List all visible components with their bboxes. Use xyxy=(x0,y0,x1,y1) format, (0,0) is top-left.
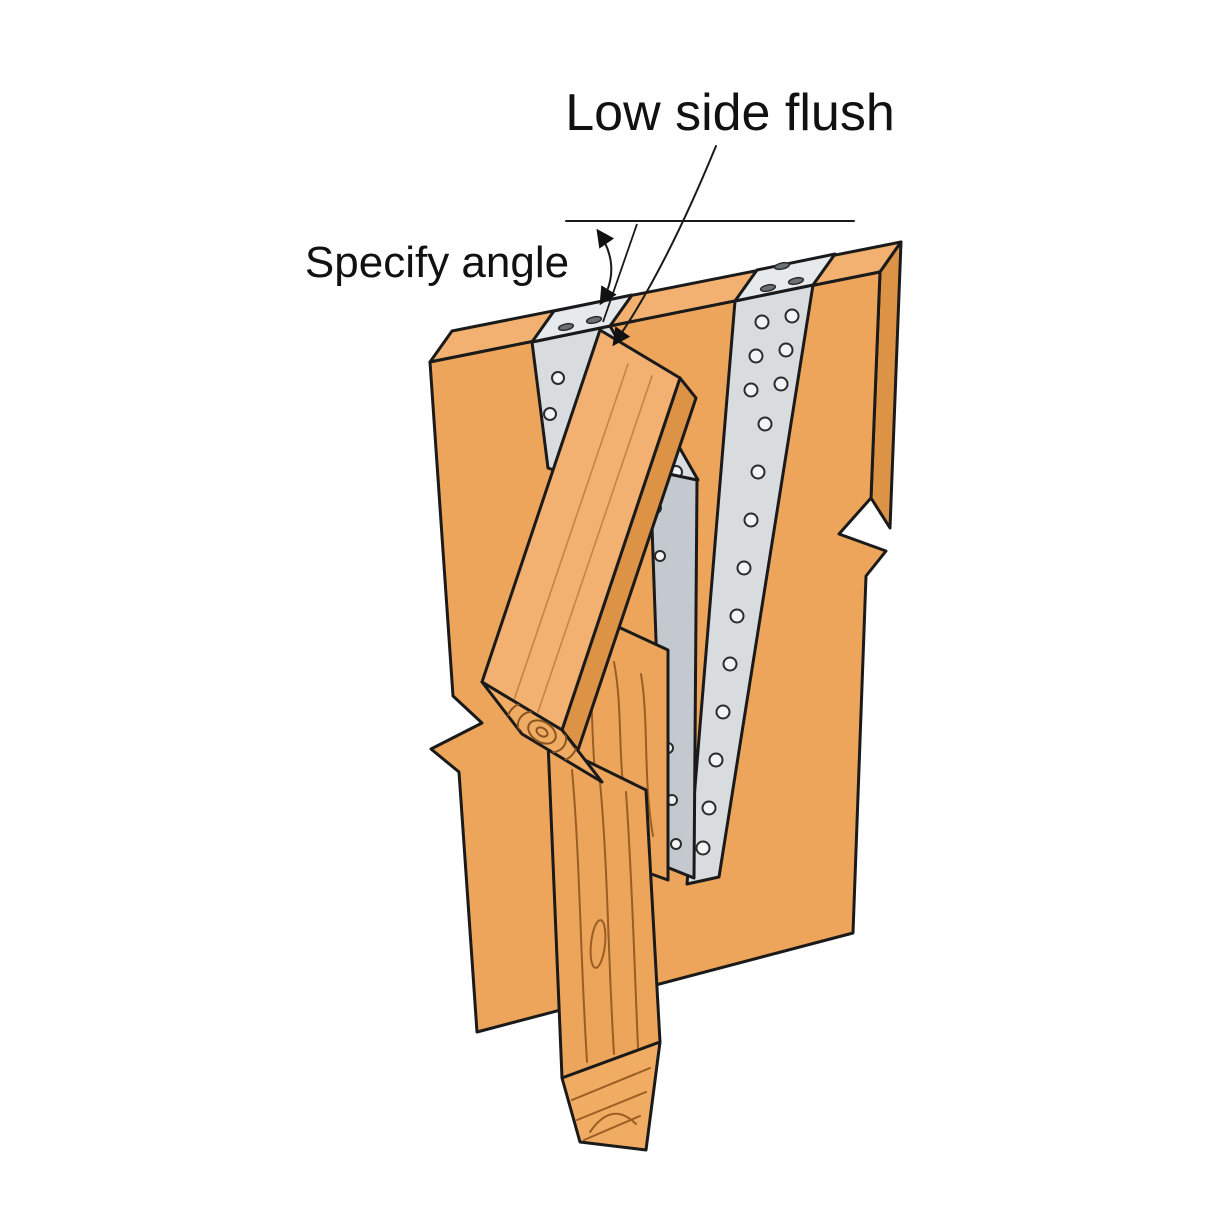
left-flap-slot-group xyxy=(557,315,603,332)
nail-hole xyxy=(778,342,794,358)
annotations: Low side flush Specify angle xyxy=(305,84,895,347)
right-hanger-strap xyxy=(685,252,837,886)
nail-hole xyxy=(757,416,773,432)
label-specify-angle: Specify angle xyxy=(305,238,569,287)
nail-hole xyxy=(743,512,759,528)
nail-hole xyxy=(748,348,764,364)
right-strap-hole-group xyxy=(695,308,800,856)
nail-slot xyxy=(585,315,603,325)
slope-extension-line xyxy=(602,223,638,323)
nail-hole xyxy=(736,560,752,576)
wood-grain-line xyxy=(599,781,615,1055)
end-grain-arc xyxy=(589,1112,637,1133)
nail-hole xyxy=(715,704,731,720)
nail-hole xyxy=(701,800,717,816)
nail-hole xyxy=(654,550,666,562)
wood-knot xyxy=(589,919,607,969)
label-low-side-flush: Low side flush xyxy=(565,84,895,142)
joist-end-cut xyxy=(480,680,604,784)
nail-hole xyxy=(543,407,557,421)
nail-hole xyxy=(773,376,789,392)
nail-hole xyxy=(743,382,759,398)
wood-grain-line xyxy=(513,363,629,701)
nail-hole xyxy=(695,840,711,856)
angle-arc-arrow xyxy=(596,228,617,306)
nail-hole xyxy=(729,608,745,624)
nail-slot xyxy=(787,276,805,286)
nail-hole xyxy=(750,464,766,480)
nail-hole xyxy=(754,314,770,330)
nail-hole xyxy=(670,838,682,850)
nail-slot xyxy=(557,322,575,332)
nail-slot xyxy=(759,283,777,293)
vertical-truss-member xyxy=(546,740,662,1152)
nail-hole xyxy=(708,752,724,768)
end-grain-lamination xyxy=(571,1067,651,1101)
growth-ring xyxy=(527,719,557,745)
left-strap-top-flap xyxy=(530,293,634,344)
sloped-joist xyxy=(480,328,698,784)
wood-grain-line xyxy=(571,769,588,1063)
nail-hole xyxy=(784,308,800,324)
growth-ring xyxy=(535,726,549,738)
end-grain-lamination xyxy=(576,1091,647,1121)
nail-hole xyxy=(722,656,738,672)
wood-grain-line xyxy=(640,673,654,837)
wood-grain-line xyxy=(625,791,639,1049)
wood-grain-line xyxy=(537,375,653,713)
right-flap-slot-group xyxy=(759,261,805,293)
vertical-member-front-face xyxy=(546,740,662,1080)
nail-hole xyxy=(551,371,565,385)
leader-line-arrow xyxy=(612,145,717,347)
nail-slot xyxy=(773,261,791,271)
